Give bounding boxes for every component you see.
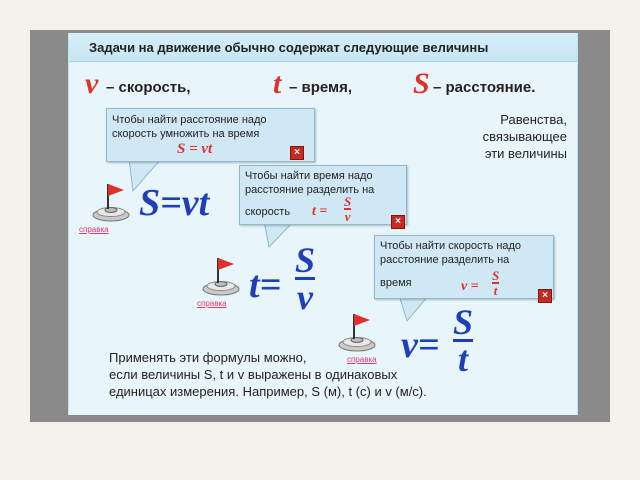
callout-distance-formula: S = vt [177,141,213,157]
formula-distance: S=vt [139,183,209,223]
callout-time-line3: скорость [245,206,291,218]
callout-time-formula-lhs: t = [312,204,328,219]
formula-distance-lhs: S [139,182,161,224]
callout-speed-line1: Чтобы найти скорость надо [380,240,522,252]
flag-button-icon[interactable] [201,255,241,297]
callout-distance-line1: Чтобы найти расстояние надо [112,114,267,126]
var-v-symbol: v [85,67,99,100]
frame-bottom [30,415,610,422]
var-s-symbol: S [413,67,430,100]
callout-speed: Чтобы найти скорость надо расстояние раз… [374,235,554,299]
close-icon[interactable]: × [538,289,552,303]
var-s-label: – расстояние. [433,79,536,96]
info-line2: если величины S, t и v выражены в одинак… [109,367,398,382]
flag-button-icon[interactable] [337,311,377,353]
callout-speed-line2: расстояние разделить на [380,254,510,266]
callout-tails [128,158,431,323]
var-t-label: – время, [289,79,353,96]
close-icon[interactable]: × [290,146,304,160]
formula-distance-eq: = [160,182,182,224]
formula-speed-lhs: v= [401,324,440,366]
callout-speed-line3: время [380,277,412,289]
var-t-symbol: t [273,67,282,100]
formula-time-lhs: t= [249,264,282,306]
help-link-time[interactable]: справка [197,299,227,308]
formula-distance-rhs: vt [181,182,210,224]
help-link-speed[interactable]: справка [347,355,377,364]
slide-header: Задачи на движение обычно содержат следу… [69,33,577,62]
callout-speed-formula-lhs: v = [461,279,479,294]
close-icon[interactable]: × [391,215,405,229]
info-line3: единицах измерения. Например, S (м), t (… [109,384,427,399]
callout-time-line1: Чтобы найти время надо [245,170,373,182]
equality-note: Равенства, связывающее эти величины [482,112,567,161]
help-link-distance[interactable]: справка [79,225,109,234]
slide-title: Задачи на движение обычно содержат следу… [89,40,489,55]
var-v-label: – скорость, [106,79,191,96]
info-line1: Применять эти формулы можно, [109,350,307,365]
callout-time: Чтобы найти время надо расстояние раздел… [239,165,407,225]
slide: Задачи на движение обычно содержат следу… [68,33,578,415]
callout-distance-line2: скорость умножить на время [112,128,260,140]
info-text: Применять эти формулы можно, если величи… [109,349,427,400]
callout-time-line2: расстояние разделить на [245,184,375,196]
flag-button-icon[interactable] [91,181,131,223]
callout-distance: Чтобы найти расстояние надо скорость умн… [106,108,315,162]
